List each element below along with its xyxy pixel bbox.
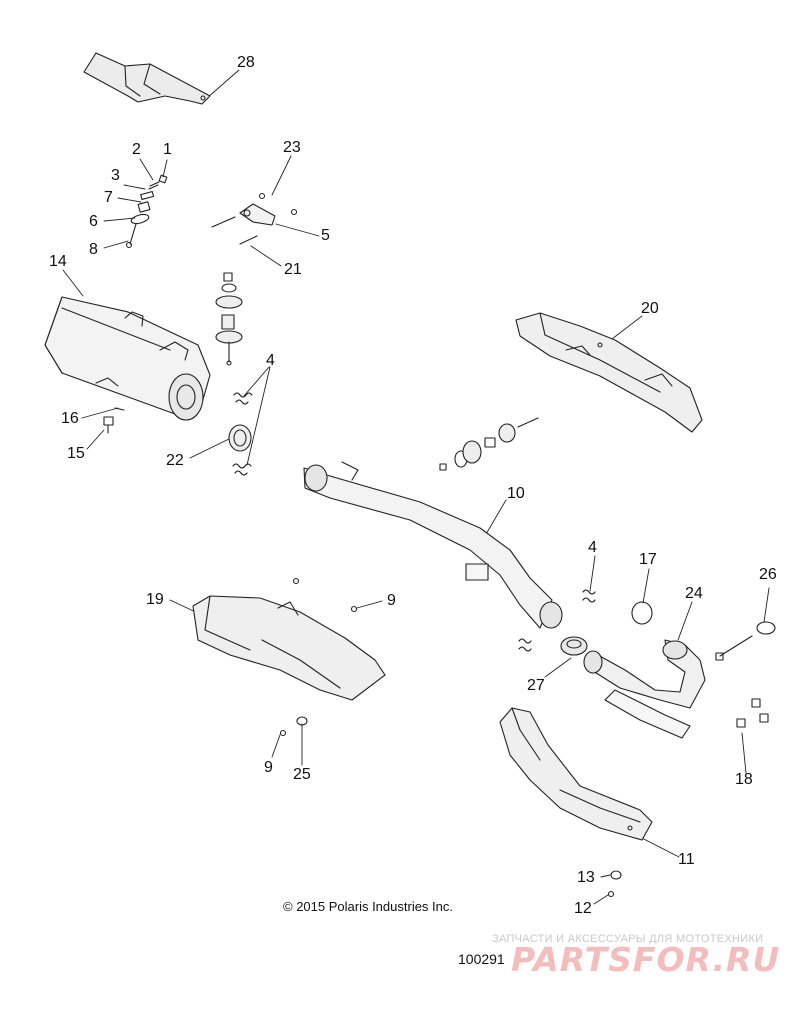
part-4-springs-lower (518, 589, 596, 652)
parts-15-16-fasteners (103, 407, 125, 434)
callout-22: 22 (166, 452, 184, 469)
part-28-top-heat-shield (83, 52, 211, 105)
callout-15: 15 (67, 445, 85, 462)
parts-5-21-23-bracket (211, 192, 298, 245)
callout-24: 24 (685, 585, 703, 602)
callout-19: 19 (146, 591, 164, 608)
parts-9-25-hardware (279, 716, 308, 737)
copyright-notice: © 2015 Polaris Industries Inc. (283, 899, 453, 914)
muffler-mount-isolator-stack (215, 272, 243, 366)
pipe-mount-isolator-stack (439, 417, 539, 471)
part-24-header-pipe (583, 639, 706, 739)
callout-13: 13 (577, 869, 595, 886)
watermark-tagline: ЗАПЧАСТИ И АКСЕССУАРЫ ДЛЯ МОТОТЕХНИКИ (492, 933, 764, 945)
part-26-o2-sensor (715, 621, 776, 661)
callout-2: 2 (132, 141, 141, 158)
callout-14: 14 (49, 253, 67, 270)
callout-26: 26 (759, 566, 777, 583)
callout-9-upper: 9 (387, 592, 396, 609)
callout-4-upper: 4 (266, 352, 275, 369)
part-17-gasket-ring (631, 601, 653, 625)
part-4-springs-upper (232, 392, 253, 476)
callout-10: 10 (507, 485, 525, 502)
callout-3: 3 (111, 167, 120, 184)
part-27-seal (560, 636, 588, 656)
callout-6: 6 (89, 213, 98, 230)
callout-5: 5 (321, 227, 330, 244)
callout-17: 17 (639, 551, 657, 568)
callout-8: 8 (89, 241, 98, 258)
callout-1: 1 (163, 141, 172, 158)
callout-12: 12 (574, 900, 592, 917)
callout-23: 23 (283, 139, 301, 156)
part-11-heat-shield (499, 707, 653, 841)
callout-21: 21 (284, 261, 302, 278)
callout-9-lower: 9 (264, 759, 273, 776)
leader-lines (62, 69, 770, 905)
callout-20: 20 (641, 300, 659, 317)
parts-12-13-hardware (607, 870, 622, 898)
diagram-number: 100291 (458, 951, 505, 967)
part-20-heat-shield (515, 312, 703, 433)
part-14-muffler (44, 296, 211, 421)
callout-16: 16 (61, 410, 79, 427)
callout-18: 18 (735, 771, 753, 788)
callout-28: 28 (237, 54, 255, 71)
callout-25: 25 (293, 766, 311, 783)
part-19-heat-shield (192, 577, 386, 701)
part-10-head-pipe (303, 461, 563, 629)
callout-7: 7 (104, 189, 113, 206)
callout-4-lower: 4 (588, 539, 597, 556)
part-22-gasket (228, 424, 252, 452)
part-18-bolts (736, 698, 769, 728)
parts-1-8-hardware-stack (125, 174, 168, 249)
watermark-logo: PARTSFOR.RU (511, 940, 781, 979)
callout-27: 27 (527, 677, 545, 694)
callout-11: 11 (678, 851, 695, 868)
